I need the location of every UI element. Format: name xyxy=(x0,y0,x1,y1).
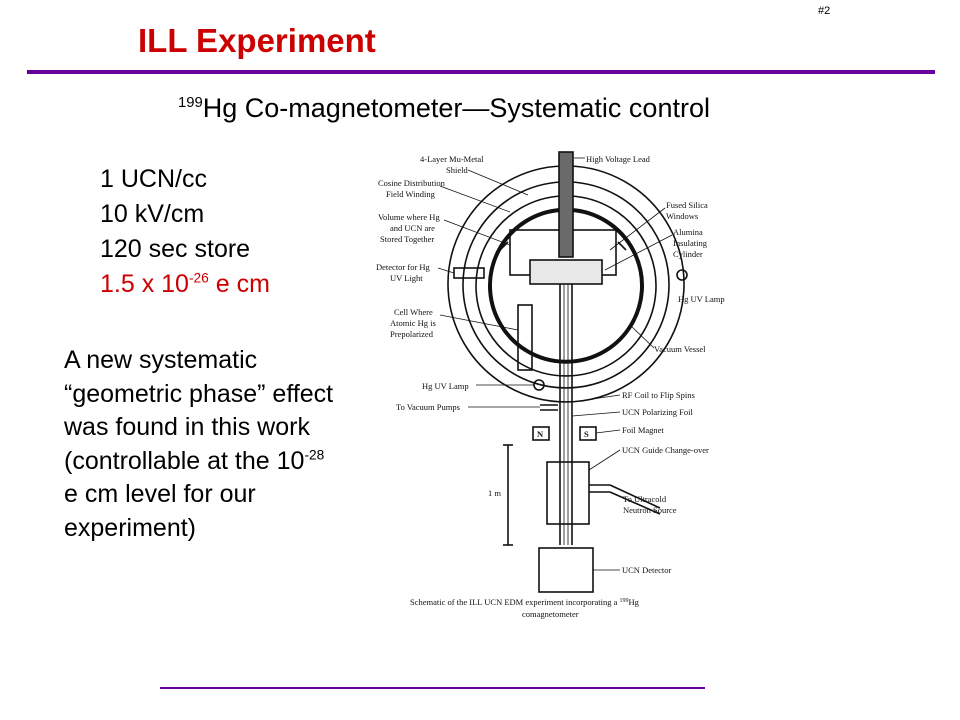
label-volume-line2: and UCN are xyxy=(390,223,435,233)
label-hg-uv-lamp-right: Hg UV Lamp xyxy=(678,294,725,304)
label-foil-magnet: Foil Magnet xyxy=(622,425,664,435)
subtitle-text: Hg Co-magnetometer—Systematic control xyxy=(202,93,710,123)
outer-shield xyxy=(447,165,685,403)
mid-shield xyxy=(462,181,670,389)
label-alumina-line1: Alumina xyxy=(673,227,703,237)
systematic-paragraph: A new systematic “geometric phase” effec… xyxy=(64,344,334,545)
hg-uv-lamp-right xyxy=(676,269,688,281)
bottom-divider xyxy=(160,687,705,689)
diagram-caption-line2: comagnetometer xyxy=(522,609,579,619)
label-to-ultracold-line2: Neutron Source xyxy=(623,505,677,515)
label-fused-line2: Windows xyxy=(666,211,698,221)
high-voltage-lead xyxy=(558,151,574,258)
spec-storage: 120 sec store xyxy=(100,235,251,263)
label-alumina-line2: Insulating xyxy=(673,238,708,248)
label-high-voltage-lead: High Voltage Lead xyxy=(586,154,651,164)
isotope-superscript: 199 xyxy=(178,95,203,111)
top-divider xyxy=(27,70,935,74)
edm-exponent: -26 xyxy=(188,270,209,286)
label-ucn-guide: UCN Guide Change-over xyxy=(622,445,709,455)
label-to-ultracold-line1: To Ultracold xyxy=(623,494,667,504)
systematic-text-before: A new systematic “geometric phase” effec… xyxy=(64,346,334,475)
caption-text-1: Schematic of the ILL UCN EDM experiment … xyxy=(410,597,620,607)
label-ucn-polarizing-foil: UCN Polarizing Foil xyxy=(622,407,693,417)
label-shield-line1: 4-Layer Mu-Metal xyxy=(420,154,484,164)
label-ucn-detector: UCN Detector xyxy=(622,565,672,575)
edm-prefix: 1.5 x 10 xyxy=(100,270,189,298)
caption-superscript: 199 xyxy=(620,598,629,604)
label-magnet-s: S xyxy=(584,429,589,439)
label-rf-coil: RF Coil to Flip Spins xyxy=(622,390,695,400)
label-detector-line1: Detector for Hg xyxy=(376,262,431,272)
systematic-text-after: e cm level for our experiment) xyxy=(64,480,256,542)
label-fused-line1: Fused Silica xyxy=(666,200,708,210)
label-alumina-line3: Cylinder xyxy=(673,249,703,259)
spec-density: 1 UCN/cc xyxy=(100,165,207,193)
diagram-caption: Schematic of the ILL UCN EDM experiment … xyxy=(410,597,640,607)
label-cosine-line2: Field Winding xyxy=(386,189,436,199)
label-hg-uv-lamp-left: Hg UV Lamp xyxy=(422,381,469,391)
magnet-s-box xyxy=(579,426,597,441)
inner-shield xyxy=(475,195,657,377)
label-volume-line3: Stored Together xyxy=(380,234,434,244)
prepolarizing-cell xyxy=(517,304,533,371)
label-one-meter: 1 m xyxy=(488,488,501,498)
hg-detector xyxy=(453,267,485,279)
label-cell-line1: Cell Where xyxy=(394,307,433,317)
slide-number: #2 xyxy=(818,5,831,17)
spec-field: 10 kV/cm xyxy=(100,200,205,228)
ucn-detector-box xyxy=(538,547,594,593)
vacuum-vessel xyxy=(488,208,644,364)
label-cell-line2: Atomic Hg is xyxy=(390,318,436,328)
guide-changeover xyxy=(546,461,590,525)
slide-subtitle: 199Hg Co-magnetometer—Systematic control xyxy=(178,93,710,124)
label-magnet-n: N xyxy=(537,429,544,439)
caption-text-2: Hg xyxy=(629,597,640,607)
label-vacuum-vessel: Vacuum Vessel xyxy=(654,344,706,354)
magnet-n-box xyxy=(532,426,550,441)
label-detector-line2: UV Light xyxy=(390,273,423,283)
spec-edm-limit: 1.5 x 10-26 e cm xyxy=(100,267,270,302)
label-volume-line1: Volume where Hg xyxy=(378,212,440,222)
label-cosine-line1: Cosine Distribution xyxy=(378,178,446,188)
label-to-vacuum-pumps: To Vacuum Pumps xyxy=(396,402,460,412)
experiment-specs: 1 UCN/cc 10 kV/cm 120 sec store 1.5 x 10… xyxy=(100,162,270,302)
slide-title: ILL Experiment xyxy=(138,22,376,59)
label-shield-line2: Shield xyxy=(446,165,468,175)
ill-schematic-diagram: High Voltage Lead 4-Layer Mu-Metal Shiel… xyxy=(376,151,725,619)
label-cell-line3: Prepolarized xyxy=(390,329,434,339)
edm-suffix: e cm xyxy=(208,270,270,298)
ground-electrode xyxy=(529,259,603,285)
systematic-exponent: -28 xyxy=(304,447,325,463)
